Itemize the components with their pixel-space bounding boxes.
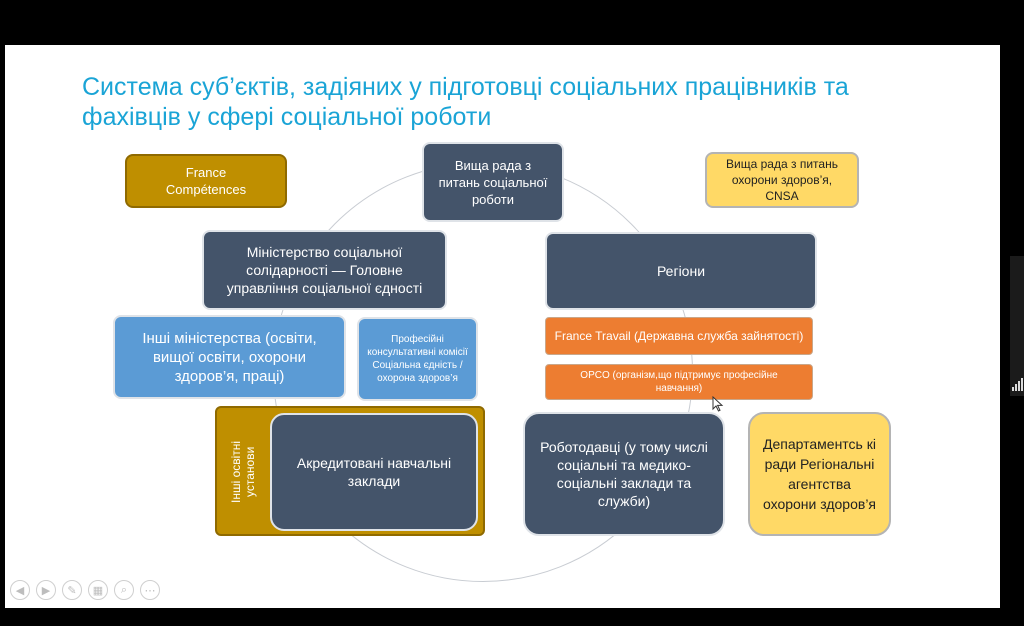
health-council-label: Вища рада з питань охорони здоров’я, CNS… xyxy=(726,157,838,203)
forward-icon[interactable]: ▶ xyxy=(36,580,56,600)
opco-label: OPCO (організм,що підтримує професійне н… xyxy=(580,370,778,394)
accredited-institutions-box: Акредитовані навчальні заклади xyxy=(270,413,478,531)
mouse-cursor-icon xyxy=(712,396,724,412)
pen-icon[interactable]: ✎ xyxy=(62,580,82,600)
opco-box: OPCO (організм,що підтримує професійне н… xyxy=(545,364,813,400)
departments-box: Департаментсь кі ради Регіональні агентс… xyxy=(748,412,891,536)
other-ministries-box: Інші міністерства (освіти, вищої освіти,… xyxy=(113,315,346,399)
ministry-social-label: Міністерство соціальної солідарності — Г… xyxy=(226,244,423,296)
regions-label: Регіони xyxy=(656,263,706,279)
departments-label: Департаментсь кі ради Регіональні агентс… xyxy=(762,436,877,512)
france-competences-label: France Compétences xyxy=(165,165,247,197)
health-council-box: Вища рада з питань охорони здоров’я, CNS… xyxy=(705,152,859,208)
other-ministries-label: Інші міністерства (освіти, вищої освіти,… xyxy=(142,329,317,385)
france-travail-box: France Travail (Державна служба зайнятос… xyxy=(545,317,813,355)
slide-title: Система суб’єктів, задіяних у підготовці… xyxy=(82,73,849,131)
accredited-institutions-label: Акредитовані навчальні заклади xyxy=(296,455,452,489)
higher-council-label: Вища рада з питань соціальної роботи xyxy=(438,157,548,207)
presentation-slide: Система суб’єктів, задіяних у підготовці… xyxy=(5,45,1000,608)
back-icon[interactable]: ◀ xyxy=(10,580,30,600)
more-icon[interactable]: ⋯ xyxy=(140,580,160,600)
france-travail-label: France Travail (Державна служба зайнятос… xyxy=(554,328,804,343)
employers-box: Роботодавці (у тому числі соціальні та м… xyxy=(523,412,725,536)
zoom-icon[interactable]: ⌕ xyxy=(114,580,134,600)
slides-icon[interactable]: ▦ xyxy=(88,580,108,600)
higher-council-box: Вища рада з питань соціальної роботи xyxy=(422,142,564,222)
other-institutions-label: Інші освітні установи xyxy=(229,440,257,504)
signal-bars-icon xyxy=(1012,378,1023,391)
employers-label: Роботодавці (у тому числі соціальні та м… xyxy=(540,439,708,509)
webcam-thumbnail[interactable] xyxy=(1010,256,1024,396)
consultative-commissions-label: Професійні консультативні комісії Соціал… xyxy=(367,334,468,384)
slideshow-toolbar: ◀ ▶ ✎ ▦ ⌕ ⋯ xyxy=(10,580,160,600)
regions-box: Регіони xyxy=(545,232,817,310)
consultative-commissions-box: Професійні консультативні комісії Соціал… xyxy=(357,317,478,401)
ministry-social-box: Міністерство соціальної солідарності — Г… xyxy=(202,230,447,310)
france-competences-box: France Compétences xyxy=(125,154,287,208)
